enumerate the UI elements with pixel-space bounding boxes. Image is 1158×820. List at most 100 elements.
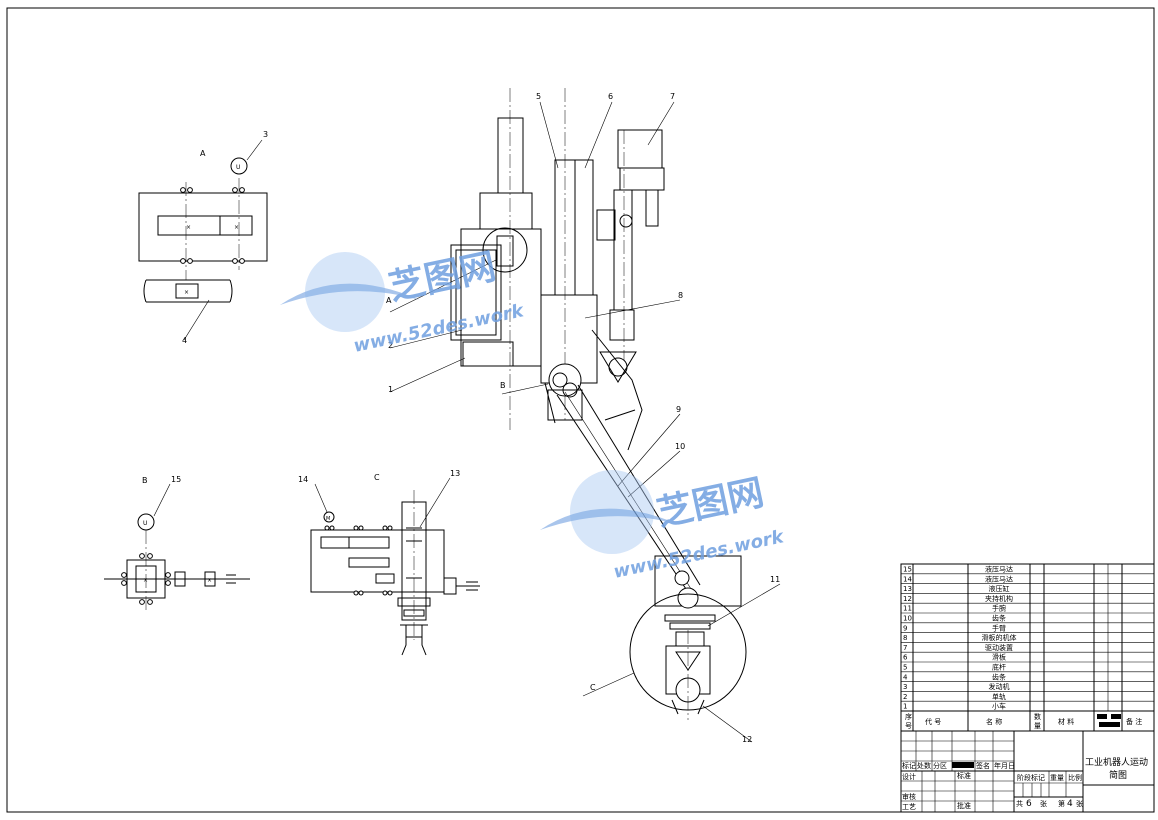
balloon-2: 2 [388,341,393,350]
balloon-13: 13 [450,469,460,478]
svg-text:×: × [143,577,148,584]
motor-symbol-u2: U [143,520,147,527]
bom-row-name: 手臂 [992,623,1006,632]
view-c-label: C [374,473,380,482]
balloon-15: 15 [171,475,181,484]
title-block: 标记 处数 分区 签名 年月日 设计 标准 审核 工艺 批准 阶段标记 重量 比… [900,730,1155,813]
bom-row-number: 14 [903,575,912,583]
label-approve: 批准 [957,801,971,810]
bom-row-number: 3 [903,683,907,691]
robot-main-view [450,88,747,720]
balloon-9: 9 [676,405,681,414]
view-a: A × × U × 4 3 [138,130,268,345]
bom-row-number: 9 [903,624,907,632]
bom-row-name: 液压马达 [985,574,1013,583]
rev-count: 处数 [917,761,931,770]
drawing-title-line2: 简图 [1109,769,1127,781]
drawing-title-line1: 工业机器人运动 [1085,756,1148,768]
bom-row-number: 8 [903,634,907,642]
svg-text:×: × [207,577,212,584]
svg-text:×: × [234,224,239,231]
bom-row-number: 11 [903,605,912,613]
bom-row-name: 手腕 [992,604,1006,613]
balloon-4: 4 [182,336,187,345]
bom-header-material: 材 料 [1058,717,1074,726]
label-scale: 比例 [1068,773,1082,782]
sheet-number: 4 [1067,799,1073,809]
bom-row-number: 5 [903,664,907,672]
watermark-logo-bottom: 芝图网 [653,472,767,535]
balloon-11: 11 [770,575,780,584]
bom-header-seq-top: 序 [905,712,912,721]
balloon-12: 12 [742,735,752,744]
bom-row-name: 发动机 [989,682,1010,691]
label-weight: 重量 [1050,774,1064,782]
sheet-prefix: 第 [1058,799,1065,808]
bom-row-name: 单轨 [992,692,1006,701]
view-b-label: B [142,476,148,485]
label-design: 设计 [902,772,916,781]
section-a: A [386,296,392,305]
sheet-unit: 张 [1040,799,1047,808]
section-b: B [500,381,506,390]
balloon-1: 1 [388,385,393,394]
bom-header-remark: 备 注 [1126,717,1142,726]
bom-row-name: 驱动装置 [985,643,1013,652]
bom-header-qty-bottom: 量 [1034,722,1041,730]
balloon-14: 14 [298,475,308,484]
bom-row-name: 滑板的机体 [982,633,1017,642]
svg-text:×: × [186,224,191,231]
watermark-logo-top: 芝图网 [385,246,499,309]
bom-row-name: 小车 [992,702,1006,711]
balloon-3: 3 [263,130,268,139]
view-c: C M 14 13 [298,469,480,656]
bom-row-number: 1 [903,703,907,711]
bom-row-number: 2 [903,693,907,701]
balloon-7: 7 [670,92,675,101]
balloon-10: 10 [675,442,685,451]
bom-header-seq-bottom: 号 [905,722,912,730]
section-c: C [590,683,596,692]
bom-row-number: 7 [903,644,907,652]
label-stage-mark: 阶段标记 [1017,773,1045,782]
main-leaders: A 2 1 B 5 6 7 8 9 10 11 C 12 [386,92,780,744]
svg-text:×: × [184,289,189,296]
view-b: B U 15 × × [104,475,250,612]
bom-row-name: 液压马达 [985,565,1013,574]
bom-row-number: 12 [903,595,912,603]
bom-header-code: 代 号 [925,717,941,726]
total-sheets: 6 [1026,799,1032,809]
bom-header-name: 名 称 [986,717,1002,726]
bom-row-name: 底杆 [992,663,1006,672]
label-standard: 标准 [957,771,971,780]
drawing-border [6,7,1155,813]
rev-date: 年月日 [994,761,1015,770]
sheet-unit-2: 张 [1076,799,1083,808]
label-process: 工艺 [902,803,916,811]
motor-symbol-u1: U [236,164,240,171]
bom-row-name: 滑板 [992,653,1006,662]
balloon-8: 8 [678,291,683,300]
rev-zone: 分区 [933,761,947,770]
rev-mark: 标记 [902,761,916,770]
bom-row-number: 13 [903,585,912,593]
bom-row-name: 夹持机构 [985,594,1013,603]
balloon-5: 5 [536,92,541,101]
view-a-label: A [200,149,206,158]
watermark-bottom: 芝图网 www.52des.work [540,470,786,583]
bom-row-number: 15 [903,566,912,574]
total-prefix: 共 [1016,799,1023,808]
bom-row-name: 齿条 [992,614,1006,623]
bom-row-number: 6 [903,654,908,662]
bom-row-number: 4 [903,673,908,681]
balloon-6: 6 [608,92,613,101]
bom-header-qty-top: 数 [1034,712,1041,721]
bom-row-number: 10 [903,615,912,623]
motor-symbol-m: M [326,516,330,522]
rev-sign: 签名 [976,761,990,770]
label-review: 审核 [902,792,916,801]
bom-row-name: 液压缸 [989,584,1010,593]
